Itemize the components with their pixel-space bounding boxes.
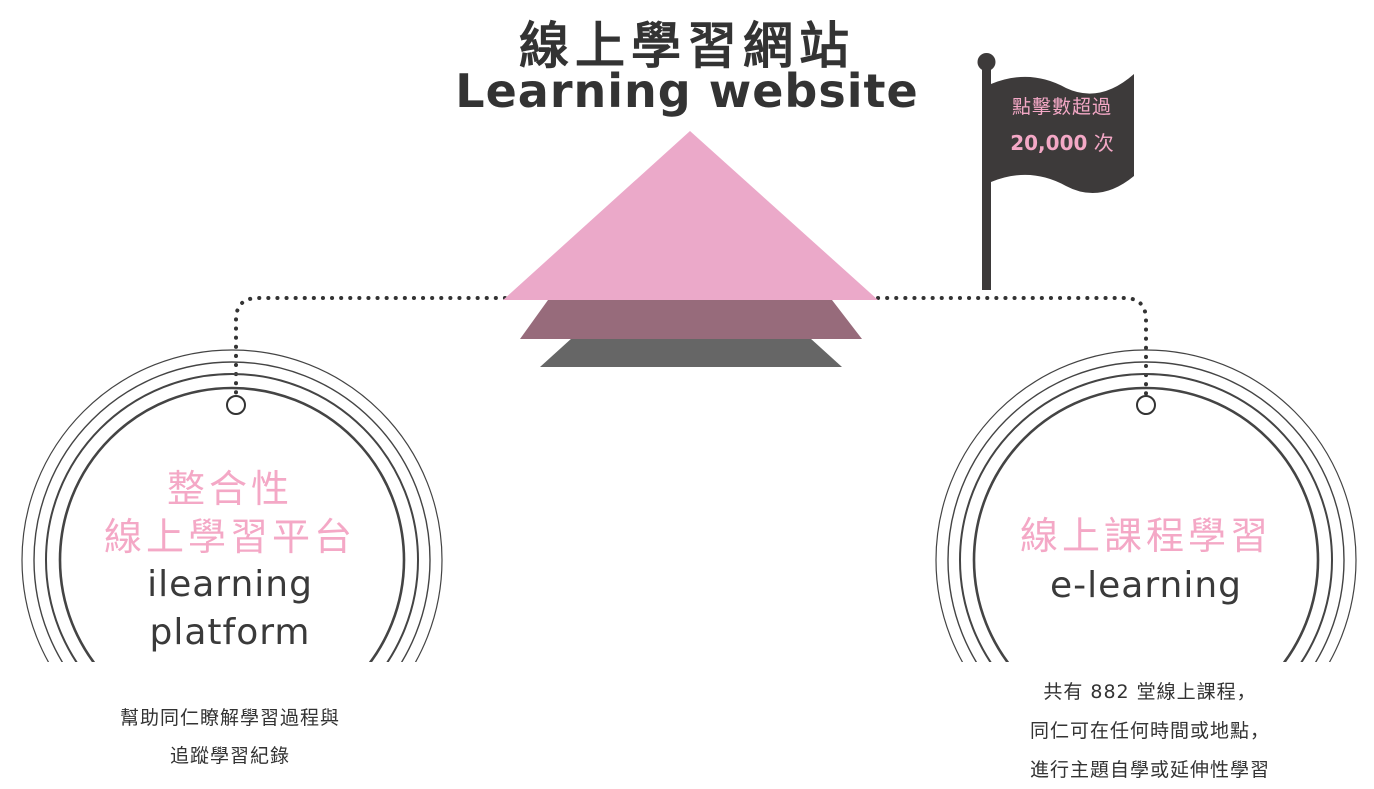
page-title-zh: 線上學習網站 xyxy=(519,17,855,75)
left-node-desc-line2: 追蹤學習紀錄 xyxy=(169,745,290,767)
left-node-en-line1: ilearning xyxy=(147,564,313,605)
right-node-en: e-learning xyxy=(1049,565,1242,606)
right-node-desc-line1: 共有 882 堂線上課程， xyxy=(1043,681,1257,703)
left-node-title-line2: 線上學習平台 xyxy=(103,515,356,559)
flag-icon xyxy=(977,53,1134,290)
dotted-connector-right xyxy=(876,296,1148,402)
pyramid-middle-mauve xyxy=(520,300,862,339)
left-node-desc-line1: 幫助同仁瞭解學習過程與 xyxy=(119,707,340,729)
left-rings xyxy=(21,349,443,662)
right-node-desc-line3: 進行主題自學或延伸性學習 xyxy=(1029,759,1270,781)
flag-label: 點擊數超過 xyxy=(1011,96,1112,118)
left-node-title-line1: 整合性 xyxy=(166,467,293,511)
right-node-title: 線上課程學習 xyxy=(1019,514,1272,558)
pyramid-base-gray xyxy=(540,338,842,367)
flag-count-unit: 次 xyxy=(1093,131,1114,155)
left-node-dot xyxy=(226,395,246,415)
right-node-desc-line2: 同仁可在任何時間或地點， xyxy=(1029,720,1270,742)
left-node-en-line2: platform xyxy=(149,612,311,653)
page-title-en: Learning website xyxy=(455,64,919,118)
dotted-connector-left xyxy=(234,296,507,402)
flag-count-number: 20,000 xyxy=(1010,131,1088,155)
pyramid-top-pink xyxy=(503,131,878,300)
flag-count: 20,000 次 xyxy=(992,127,1132,156)
right-node-dot xyxy=(1136,395,1156,415)
right-rings xyxy=(935,349,1357,662)
